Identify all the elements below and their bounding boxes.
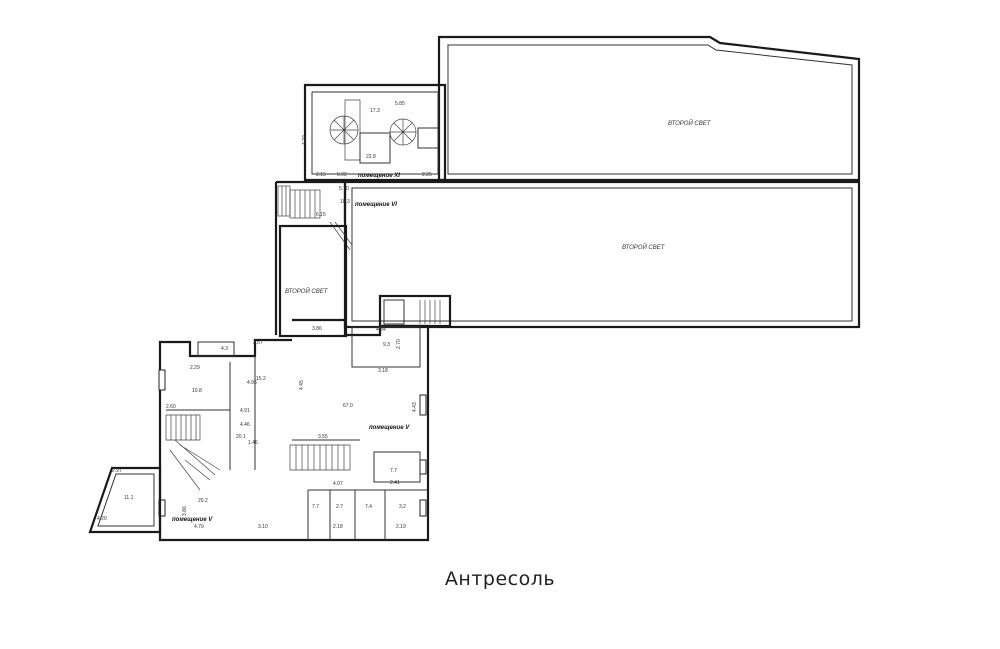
room-area-far-left: 11.1 bbox=[124, 495, 134, 501]
room-area-top-b: 22.8 bbox=[366, 154, 376, 160]
zone-label-left: ВТОРОЙ СВЕТ bbox=[285, 287, 329, 295]
room-area-right-top: 9.3 bbox=[383, 342, 390, 348]
dim-484: 4.84 bbox=[376, 327, 386, 333]
dim-495: 4.95 bbox=[247, 380, 257, 386]
dim-386b: 3.86 bbox=[182, 506, 188, 516]
premises-v-center-label: помещение V bbox=[369, 425, 410, 431]
dim-318: 3.18 bbox=[378, 368, 388, 374]
room-area-small-c: 7.4 bbox=[365, 504, 372, 510]
dim-260: 2.60 bbox=[166, 404, 176, 410]
room-area-left-a: 10.8 bbox=[192, 388, 202, 394]
room-area-small-d: 3.2 bbox=[399, 504, 406, 510]
dim-692: 6.92 bbox=[337, 172, 347, 178]
premises-v-center-block: 3.86 4.84 2.70 4.45 3.55 3.18 4.43 67.0 … bbox=[289, 318, 430, 542]
room-vi-block: 5.70 6.15 10.3 помещение VI ВТОРОЙ СВЕТ bbox=[274, 180, 397, 338]
dim-445: 4.45 bbox=[299, 380, 305, 390]
dim-355: 3.55 bbox=[318, 434, 328, 440]
room-area-small-e: 7.7 bbox=[390, 468, 397, 474]
dim-585: 5.85 bbox=[395, 101, 405, 107]
dim-241: 2.41 bbox=[390, 480, 400, 486]
dim-297: 2.97 bbox=[112, 468, 122, 474]
zone-label-main: ВТОРОЙ СВЕТ bbox=[622, 243, 666, 251]
room-area-top-a: 17.3 bbox=[370, 108, 380, 114]
premises-v-left-label: помещение V bbox=[172, 517, 213, 523]
dim-422: 4.22 bbox=[302, 135, 308, 145]
dim-229: 2.29 bbox=[190, 365, 200, 371]
main-double-height-block: ВТОРОЙ СВЕТ bbox=[343, 180, 861, 329]
premises-v-left-block: 2.57 4.3 2.29 4.95 2.60 4.91 4.46 1.46 1… bbox=[158, 338, 292, 542]
plan-caption: Антресоль bbox=[444, 568, 556, 590]
dim-218: 2.18 bbox=[333, 524, 343, 530]
dim-257: 2.57 bbox=[253, 340, 263, 346]
room-area-43: 4.3 bbox=[221, 346, 228, 352]
room-area-center: 67.0 bbox=[343, 403, 353, 409]
zone-label-top: ВТОРОЙ СВЕТ bbox=[668, 119, 712, 127]
room-area-left-c: 20.1 bbox=[236, 434, 246, 440]
dim-146: 1.46 bbox=[248, 440, 258, 446]
room-area-small-a: 7.7 bbox=[312, 504, 319, 510]
dim-215: 2.15 bbox=[316, 172, 326, 178]
room-area-left-d: 20.2 bbox=[198, 498, 208, 504]
room-area-small-b: 2.7 bbox=[336, 504, 343, 510]
dim-491: 4.91 bbox=[240, 408, 250, 414]
upper-double-height-block: ВТОРОЙ СВЕТ bbox=[437, 35, 861, 182]
dim-443: 4.43 bbox=[412, 402, 418, 412]
dim-219: 2.19 bbox=[396, 524, 406, 530]
dim-270: 2.70 bbox=[396, 339, 402, 349]
dim-386: 3.86 bbox=[312, 326, 322, 332]
dim-570: 5.70 bbox=[339, 186, 349, 192]
dim-615: 6.15 bbox=[316, 212, 326, 218]
dim-407: 4.07 bbox=[333, 481, 343, 487]
room-area-vi: 10.3 bbox=[340, 199, 350, 205]
premises-xi-label: помещение XI bbox=[358, 173, 400, 179]
dim-420: 4.20 bbox=[97, 516, 107, 522]
dim-446: 4.46 bbox=[240, 422, 250, 428]
room-xi-block: 5.85 4.22 2.15 6.92 2.25 17.3 22.8 помещ… bbox=[302, 83, 447, 182]
dim-479: 4.79 bbox=[194, 524, 204, 530]
dim-310: 3.10 bbox=[258, 524, 268, 530]
premises-vi-label: помещение VI bbox=[355, 202, 397, 208]
room-area-left-b: 15.2 bbox=[256, 376, 266, 382]
dim-225: 2.25 bbox=[422, 172, 432, 178]
far-left-terrace: 2.97 11.1 4.20 bbox=[88, 466, 162, 534]
